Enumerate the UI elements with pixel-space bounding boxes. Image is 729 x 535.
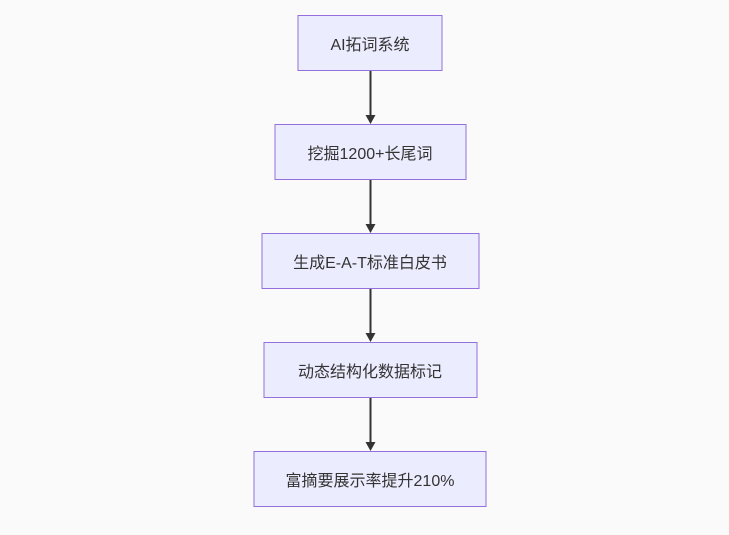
arrow-stem	[369, 398, 371, 442]
flow-arrow-4	[365, 398, 375, 451]
flow-node-label: 动态结构化数据标记	[297, 364, 442, 381]
arrow-stem	[369, 289, 371, 333]
flow-node-label: 富摘要展示率提升210%	[285, 473, 455, 490]
flow-arrow-1	[365, 71, 375, 124]
arrow-down-icon	[365, 442, 375, 451]
flow-node-eat-whitepaper: 生成E-A-T标准白皮书	[261, 233, 479, 289]
arrow-down-icon	[365, 333, 375, 342]
flow-node-label: 生成E-A-T标准白皮书	[293, 255, 447, 272]
flow-node-longtail-mining: 挖掘1200+长尾词	[274, 124, 466, 180]
flowchart-column: AI拓词系统 挖掘1200+长尾词 生成E-A-T标准白皮书 动态结构化数据标记	[253, 15, 487, 507]
arrow-down-icon	[365, 224, 375, 233]
arrow-stem	[369, 180, 371, 224]
flow-arrow-3	[365, 289, 375, 342]
flow-node-label: 挖掘1200+长尾词	[307, 146, 433, 163]
flow-node-rich-snippet-rate: 富摘要展示率提升210%	[253, 451, 487, 507]
arrow-stem	[369, 71, 371, 115]
arrow-down-icon	[365, 115, 375, 124]
flow-arrow-2	[365, 180, 375, 233]
flow-node-ai-keyword-system: AI拓词系统	[297, 15, 443, 71]
flow-node-label: AI拓词系统	[330, 37, 410, 54]
flow-node-structured-data-markup: 动态结构化数据标记	[263, 342, 477, 398]
